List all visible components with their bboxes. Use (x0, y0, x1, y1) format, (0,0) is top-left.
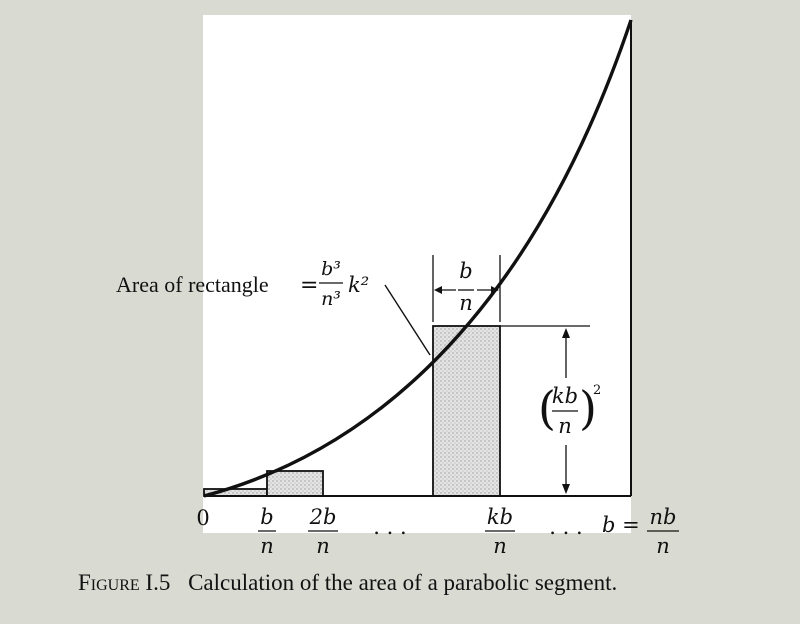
x-label-nb-denominator: n (656, 534, 670, 558)
parabola-curve (203, 19, 633, 498)
height-label-paren-close: ) (579, 381, 597, 435)
area-equals: = (300, 273, 318, 298)
caption-text: Calculation of the area of a parabolic s… (188, 570, 618, 595)
width-label-numerator: b (459, 259, 472, 283)
area-formula-denominator: n³ (321, 288, 341, 310)
area-formula-numerator: b³ (321, 258, 341, 280)
area-formula-k2: k² (348, 273, 369, 297)
area-pointer-line (384, 284, 431, 356)
x-label-zero: 0 (196, 506, 209, 530)
x-label-b-equals: b = (602, 513, 640, 537)
caption-figure-label: Figure I.5 (78, 570, 171, 595)
area-label: Area of rectangle (116, 272, 269, 297)
height-label-exponent: 2 (593, 383, 601, 398)
rectangle-k (432, 325, 501, 497)
x-label-2b-numerator: 2b (309, 505, 337, 529)
x-label-kb-numerator: kb (487, 505, 513, 529)
x-label-ellipsis-1: . . . (373, 515, 406, 539)
height-arrowhead-bottom (562, 484, 570, 494)
rectangle-2 (266, 470, 324, 497)
height-label-paren-open: ( (538, 381, 556, 435)
width-label-denominator: n (459, 291, 473, 315)
parabolic-segment-figure: b n ( kb n ) 2 Area of rectangle = b³ n³… (116, 15, 679, 558)
x-label-b-numerator: b (260, 505, 273, 529)
figure-panel (203, 15, 631, 533)
width-arrowhead-left (434, 286, 442, 294)
width-arrowhead-right (491, 286, 499, 294)
x-label-kb-denominator: n (493, 534, 507, 558)
x-label-2b-denominator: n (316, 534, 330, 558)
x-label-nb-numerator: nb (650, 505, 677, 529)
height-arrowhead-top (562, 328, 570, 338)
x-label-b-denominator: n (260, 534, 274, 558)
height-label-denominator: n (558, 414, 572, 438)
x-label-ellipsis-2: . . . (549, 515, 582, 539)
figure-caption: Figure I.5 Calculation of the area of a … (78, 570, 617, 596)
height-label-numerator: kb (552, 384, 578, 408)
